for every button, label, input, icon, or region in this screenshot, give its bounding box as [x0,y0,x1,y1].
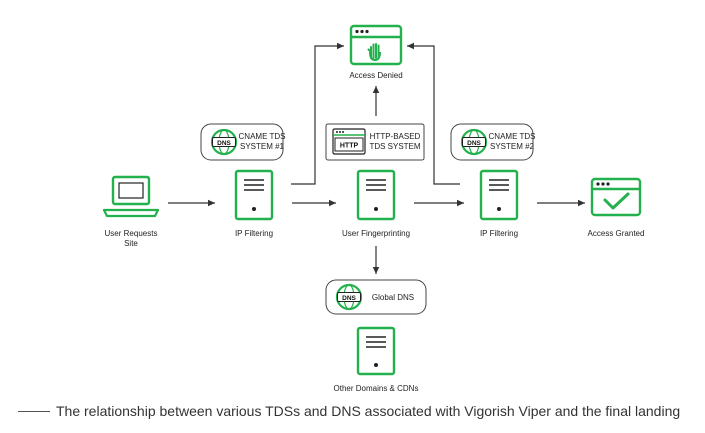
figure-caption: The relationship between various TDSs an… [18,403,698,419]
node-access-denied: Access Denied [349,24,403,80]
server-icon [234,169,274,221]
label-ip-filtering-2: IP Filtering [480,229,518,238]
label-user-requests-1: User Requests [105,229,158,238]
label-other-domains: Other Domains & CDNs [334,384,419,393]
server-icon [479,169,519,221]
arrow-ip1-to-denied [291,42,344,185]
node-access-granted: Access Granted [588,177,645,238]
http-tds-line1: HTTP-BASED [370,132,421,141]
node-other-domains: Other Domains & CDNs [334,326,419,393]
node-ip-filtering-2: IP Filtering [479,169,519,238]
node-user-requests: User Requests Site [102,175,160,248]
label-ip-filtering-1: IP Filtering [235,229,273,238]
browser-check-icon [590,177,642,217]
box-cname-tds-2: DNS CNAME TDS SYSTEM #2 [450,123,536,161]
cname-tds-1-line2: SYSTEM #1 [240,142,285,151]
connectors [168,42,585,274]
label-user-requests-2: Site [124,239,138,248]
box-http-tds: HTTP HTTP-BASED TDS SYSTEM [325,123,425,161]
node-ip-filtering-1: IP Filtering [234,169,274,238]
label-user-fingerprinting: User Fingerprinting [342,229,410,238]
label-access-granted: Access Granted [588,229,645,238]
dns-globe-icon: DNS [210,128,238,156]
laptop-icon [102,175,160,218]
http-badge-text: HTTP [340,143,359,150]
node-user-fingerprinting: User Fingerprinting [342,169,410,238]
global-dns-label: Global DNS [372,293,414,302]
server-icon [356,326,396,376]
caption-text: The relationship between various TDSs an… [56,403,681,419]
label-access-denied: Access Denied [349,71,402,80]
caption-rule [18,410,50,412]
server-icon [356,169,396,221]
http-window-icon: HTTP [332,128,366,155]
cname-tds-2-line1: CNAME TDS [489,132,536,141]
dns-badge-text: DNS [342,295,356,302]
cname-tds-1-line1: CNAME TDS [239,132,286,141]
box-global-dns: DNS Global DNS [325,279,427,315]
cname-tds-2-line2: SYSTEM #2 [490,142,535,151]
http-tds-line2: TDS SYSTEM [369,142,420,151]
arrow-ip2-to-denied [407,42,460,185]
dns-globe-icon: DNS [335,283,363,311]
dns-badge-text: DNS [467,140,481,147]
box-cname-tds-1: DNS CNAME TDS SYSTEM #1 [200,123,286,161]
dns-globe-icon: DNS [460,128,488,156]
dns-badge-text: DNS [217,140,231,147]
browser-hand-icon [349,24,403,66]
